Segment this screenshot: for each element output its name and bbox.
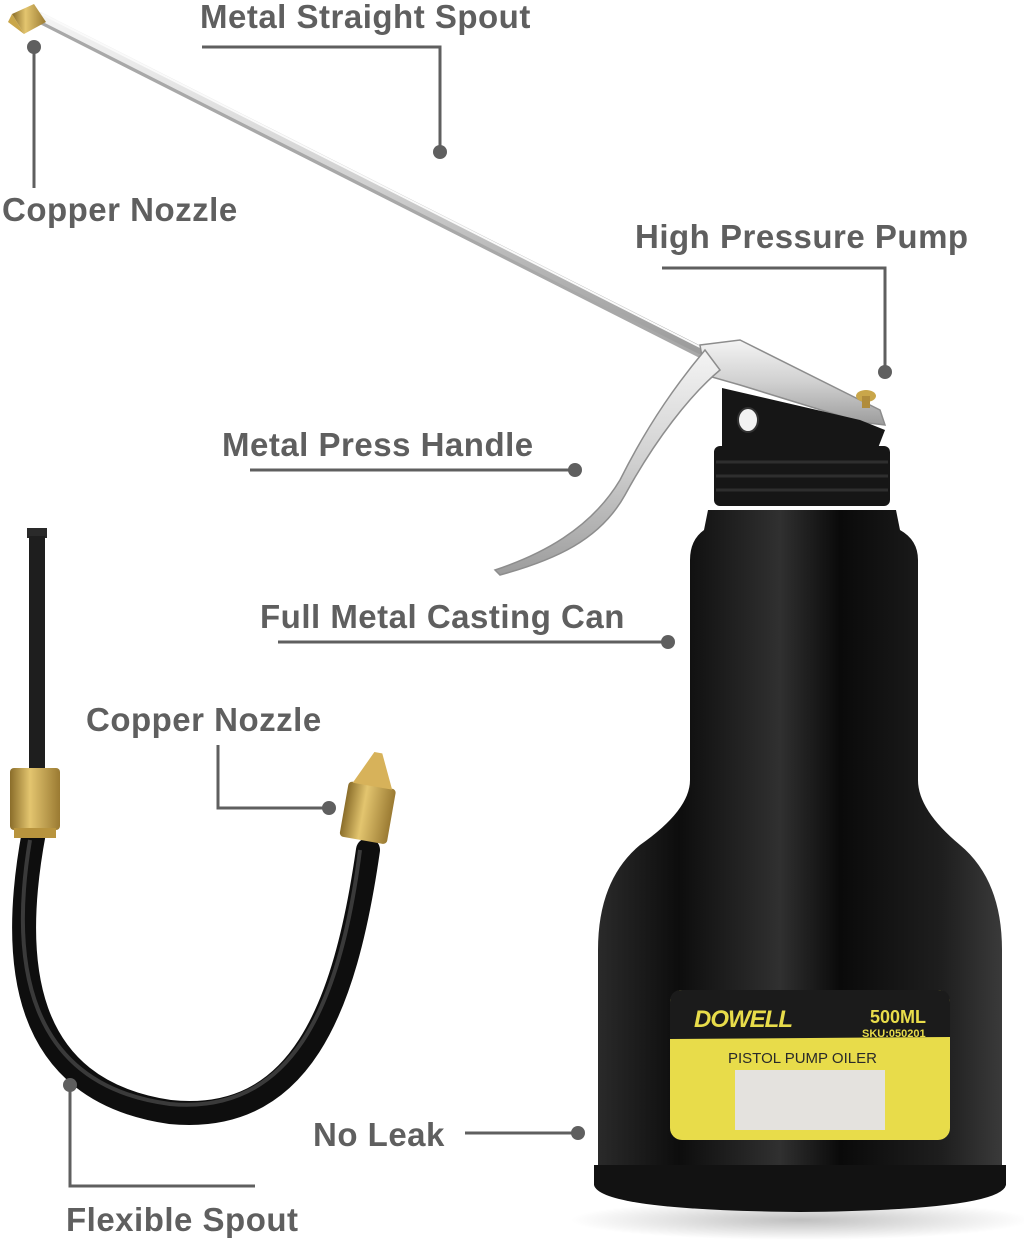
callout-copper-nozzle-flex: Copper Nozzle [86, 701, 322, 738]
callout-high-pressure-pump: High Pressure Pump [635, 218, 969, 255]
sku-text: SKU:050201 [862, 1028, 926, 1040]
callout-metal-straight-spout: Metal Straight Spout [200, 0, 531, 35]
callout-copper-nozzle-top: Copper Nozzle [2, 191, 238, 228]
volume-text: 500ML [870, 1007, 927, 1027]
high-pressure-pump [722, 388, 885, 448]
copper-nozzle-top [8, 4, 46, 34]
brand-logo: DOWELL [694, 1006, 793, 1033]
metal-straight-spout [34, 12, 706, 358]
callout-dots [27, 40, 892, 1140]
flexible-spout [10, 528, 396, 1125]
product-name-text: PISTOL PUMP OILER [728, 1050, 877, 1067]
callout-metal-press-handle: Metal Press Handle [222, 426, 534, 463]
callout-no-leak: No Leak [313, 1116, 445, 1153]
metal-press-handle [493, 339, 887, 576]
callout-flexible-spout: Flexible Spout [66, 1201, 299, 1238]
callout-lines [32, 45, 887, 1188]
callout-full-metal-casting-can: Full Metal Casting Can [260, 598, 625, 635]
product-label [669, 990, 951, 1140]
